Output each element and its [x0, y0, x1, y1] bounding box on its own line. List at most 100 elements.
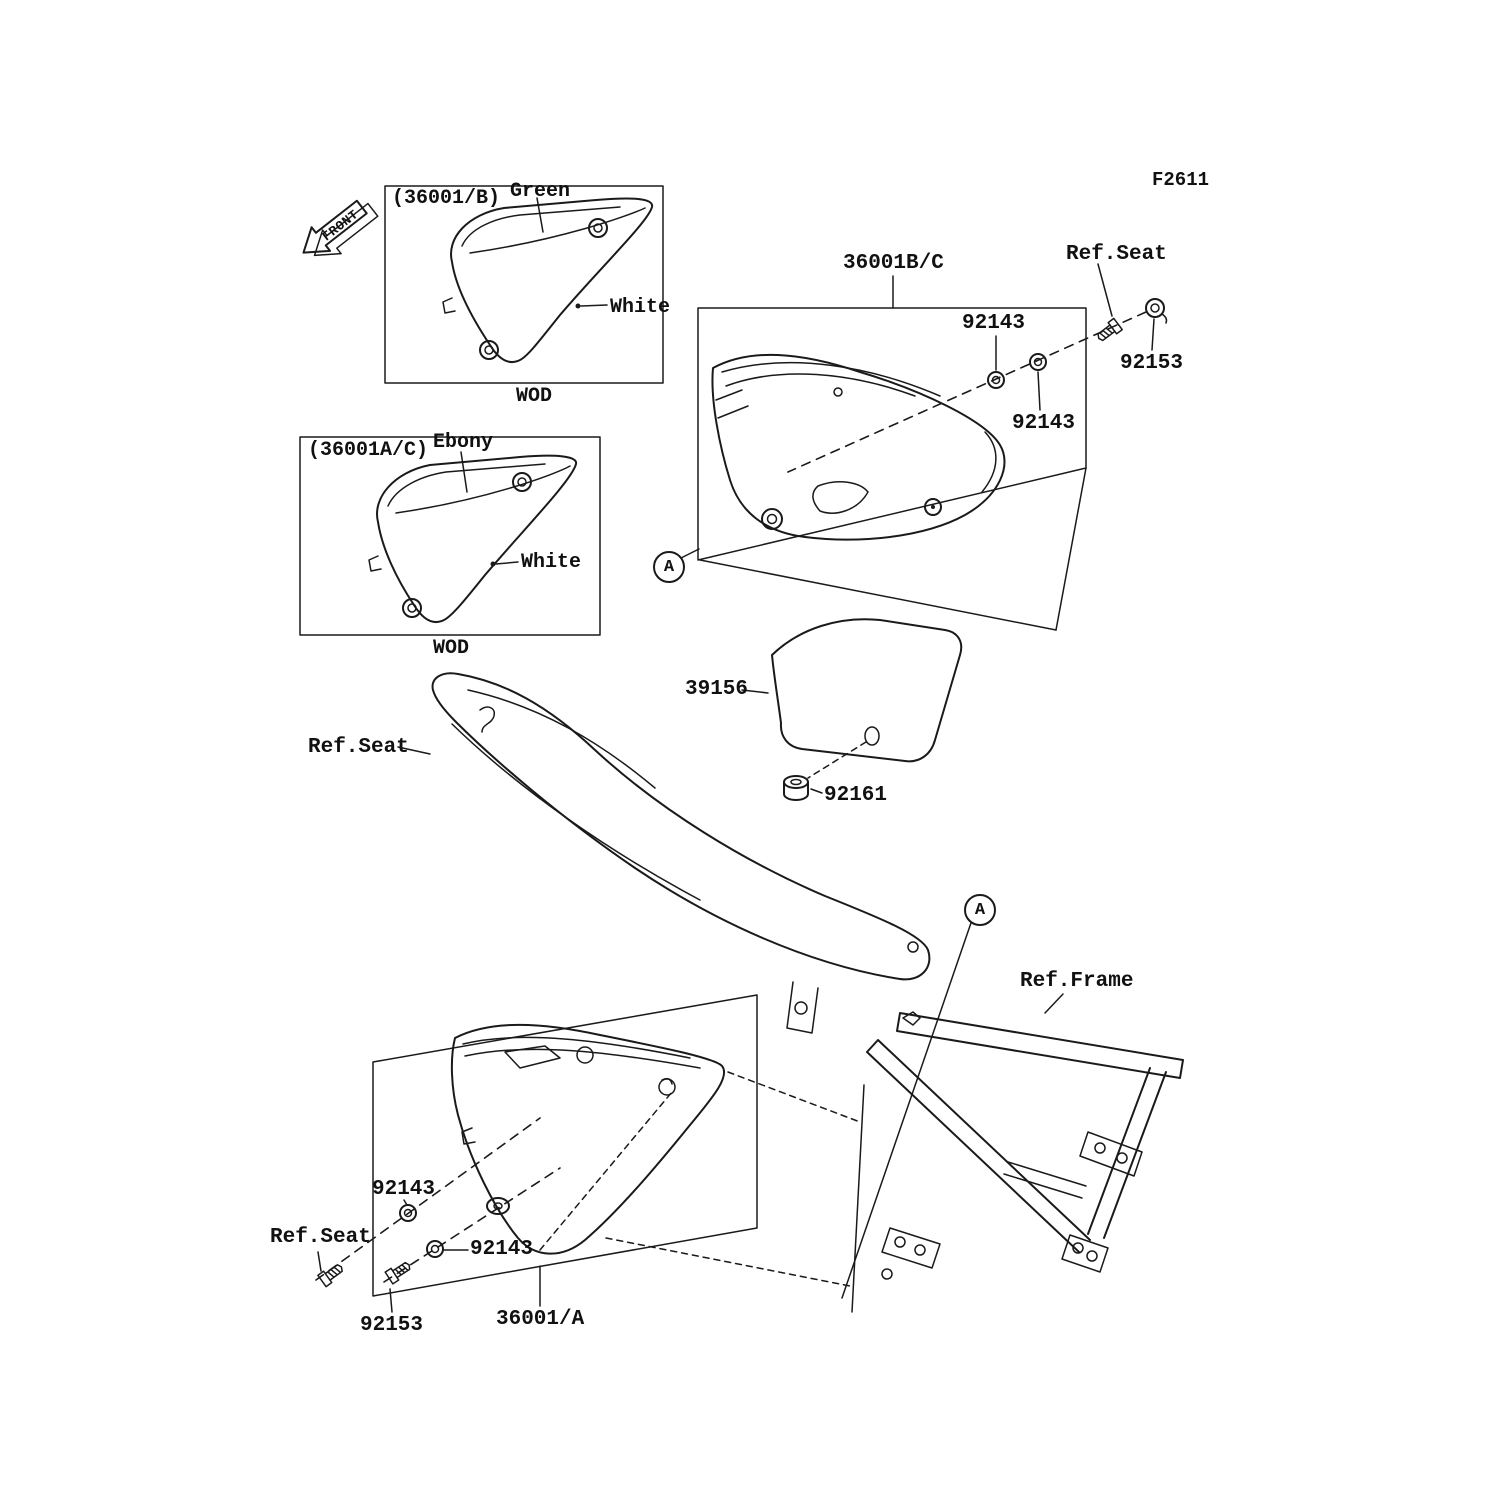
inset-green-border — [384, 185, 664, 384]
collar-top-inner — [1150, 303, 1160, 313]
seat-group — [397, 672, 973, 1299]
left-cover-hook-hole — [658, 1078, 676, 1096]
damper-br-outer — [426, 1240, 444, 1258]
label-ref-frame: Ref.Frame — [1020, 970, 1134, 993]
seat-ridge-line — [467, 689, 656, 789]
label-cover-right: 36001B/C — [843, 252, 944, 275]
screw-br-shaft — [391, 1261, 411, 1279]
screw-bl-shaft — [324, 1264, 343, 1281]
frame-top-tube — [896, 1012, 1184, 1079]
frame-mid-plate — [1079, 1131, 1143, 1177]
inset-green-leader-green — [536, 197, 544, 233]
collar-92153-top-icon — [1145, 298, 1168, 324]
grommet-top — [783, 775, 809, 789]
label-ref-seat-bottom: Ref.Seat — [270, 1226, 371, 1249]
left-fastener-axis1 — [315, 1117, 541, 1281]
seat-outline — [431, 672, 931, 981]
front-arrow-shadow — [313, 202, 379, 257]
right-fastener-axis — [787, 311, 1147, 473]
right-cover-bolt-hole — [761, 508, 783, 530]
inset-green-bolt-hole — [588, 218, 608, 238]
right-cover-grommet-hole — [924, 498, 942, 516]
ref-seat-top-leader — [1097, 263, 1113, 317]
collar-top-flange — [1161, 313, 1168, 324]
inset-green-variant-code: WOD — [516, 385, 553, 408]
inset-ebony-leader-ebony — [460, 451, 468, 493]
cover-frame-dash2 — [605, 1237, 851, 1287]
left-fastener-axis2 — [383, 1167, 561, 1283]
left-cover-projection-box — [372, 994, 758, 1297]
screw-top-leader — [1151, 318, 1155, 351]
inset-ebony-cover-outline — [376, 454, 578, 624]
label-cover-left: 36001/A — [496, 1308, 585, 1331]
label-damper-top-left: 92143 — [962, 312, 1026, 335]
frame-mid-plate-hole1 — [1094, 1142, 1106, 1154]
damper-br-inner — [430, 1244, 440, 1254]
plate-leader — [741, 689, 769, 694]
inset-green-tab — [442, 297, 456, 314]
inset-ebony-finish-primary: Ebony — [433, 431, 494, 454]
right-cover-rear-curve — [981, 431, 997, 493]
damper-92143-bottom-right-icon — [426, 1240, 444, 1258]
inset-ebony-bolt-hole — [512, 472, 532, 492]
seat-screw-shaft — [1097, 324, 1116, 342]
inset-green-part-no: (36001/B) — [392, 187, 501, 210]
frame-left-bracket — [881, 1227, 941, 1269]
callout-a-2: A — [964, 894, 996, 926]
seat-hook-detail — [479, 706, 496, 733]
left-cover-outline — [450, 1023, 726, 1255]
inset-green-cover-stripe — [461, 206, 621, 247]
ref-seat-bottom-leader — [317, 1251, 322, 1272]
frame-bottom-hole2 — [1086, 1250, 1098, 1262]
seat-lower-line — [451, 723, 701, 901]
left-cover-pin — [576, 1046, 594, 1064]
seat-rear-bracket — [786, 981, 819, 1034]
damper-tl-inner — [991, 375, 1001, 385]
frame-bottom-bracket — [1061, 1234, 1109, 1273]
left-cover-hook-detail — [661, 1077, 673, 1085]
right-side-cover-assembly — [680, 263, 1168, 631]
frame-left-hole3 — [881, 1268, 893, 1280]
inset-green-leader-dot — [575, 303, 581, 309]
inset-ebony-box — [299, 436, 601, 636]
plate-grommet-axis — [807, 741, 867, 779]
seat-bracket-hole — [794, 1001, 808, 1015]
left-cover-stripe2 — [464, 1048, 701, 1069]
damper-tr-leader — [1037, 371, 1041, 411]
inset-green-bolt-hole-inner — [593, 223, 603, 233]
left-side-cover-assembly — [315, 994, 758, 1313]
callout-a1-leader — [680, 548, 700, 559]
front-arrow-outline — [302, 199, 368, 254]
callout-a-1: A — [653, 551, 685, 583]
rear-frame-group — [605, 993, 1184, 1313]
label-grommet: 92161 — [824, 784, 888, 807]
right-cover-bolt-hole-inner — [766, 513, 778, 525]
label-screw-top: 92153 — [1120, 352, 1184, 375]
inset-ebony-finish-secondary: White — [521, 551, 582, 574]
left-cover-tab — [461, 1127, 476, 1145]
inset-green-leader-white — [580, 304, 608, 307]
right-cover-grommet-dot — [931, 505, 935, 509]
damper-bl-outer — [399, 1204, 417, 1222]
label-damper-top-right: 92143 — [1012, 412, 1076, 435]
label-damper-bottom-right: 92143 — [470, 1238, 534, 1261]
inset-ebony-bolt-hole2 — [402, 598, 422, 618]
inset-ebony-bolt-hole2-inner — [407, 603, 417, 613]
frame-left-hole2 — [914, 1244, 926, 1256]
ref-seat-mid-leader — [397, 746, 431, 755]
grommet-body — [783, 781, 809, 801]
damper-tr-outer — [1029, 353, 1047, 371]
front-arrow: FRONT — [302, 199, 379, 257]
callout-a2-line — [841, 919, 973, 1299]
damper-bl-leader — [403, 1199, 408, 1206]
frame-projection-line — [851, 1084, 865, 1313]
damper-bl-inner — [403, 1208, 413, 1218]
grommet-top-inner — [790, 778, 802, 786]
diagram-code: F2611 — [1152, 169, 1210, 191]
right-cover-stripe2 — [725, 373, 916, 397]
right-cover-outline — [711, 353, 1006, 541]
grommet-leader — [810, 788, 823, 794]
frame-bottom-hole1 — [1072, 1242, 1084, 1254]
right-cover-nose-lines — [715, 389, 749, 419]
